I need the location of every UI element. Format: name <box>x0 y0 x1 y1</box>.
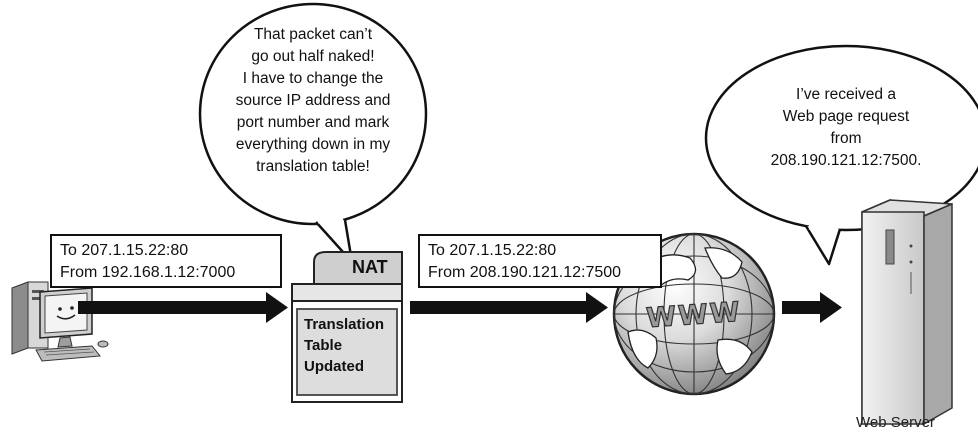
server-speech-bubble <box>704 44 978 266</box>
packet-after-nat: To 207.1.15.22:80 From 208.190.121.12:75… <box>418 234 662 288</box>
translation-table-text: Translation Table Updated <box>304 316 385 375</box>
client-computer-icon <box>11 281 109 362</box>
packet-before-source: From 192.168.1.12:7000 <box>60 264 236 281</box>
web-server-label: Web Server <box>856 414 935 431</box>
server-bubble-text: I’ve received a Web page request from 20… <box>770 86 922 169</box>
nat-bubble-text: That packet can’t go out half naked! I h… <box>235 26 391 175</box>
arrow-client-to-nat <box>78 292 288 323</box>
packet-after-destination: To 207.1.15.22:80 <box>428 242 557 259</box>
web-server-icon <box>861 198 953 426</box>
packet-after-source: From 208.190.121.12:7500 <box>428 264 622 281</box>
nat-device <box>291 251 403 403</box>
nat-label: NAT <box>352 257 388 277</box>
packet-before-destination: To 207.1.15.22:80 <box>60 242 189 259</box>
arrow-internet-to-server <box>782 292 842 323</box>
arrow-nat-to-internet <box>410 292 608 323</box>
packet-before-nat: To 207.1.15.22:80 From 192.168.1.12:7000 <box>50 234 282 288</box>
